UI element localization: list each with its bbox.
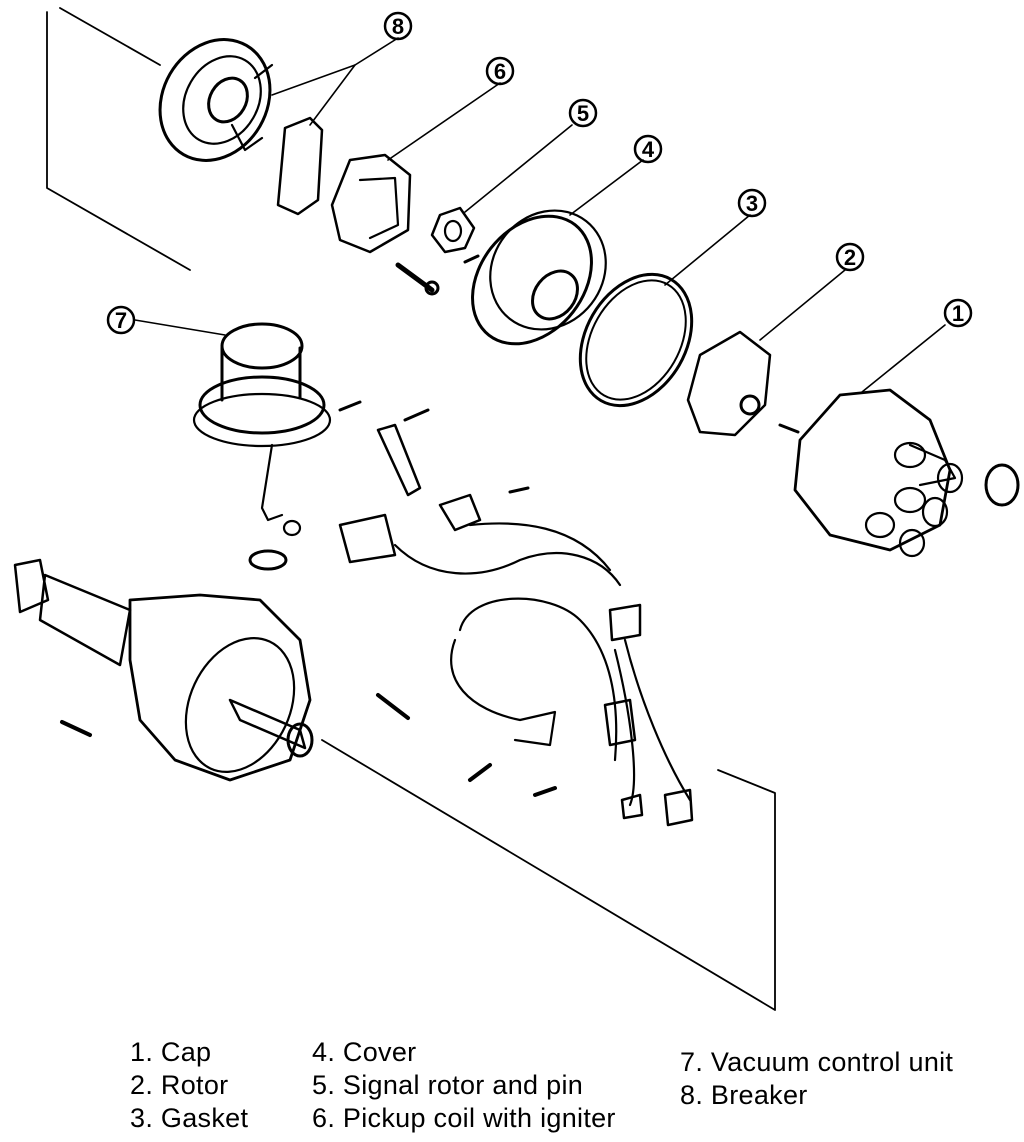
legend-column-3: 7. Vacuum control unit 8. Breaker	[680, 1046, 953, 1112]
svg-text:6: 6	[494, 59, 506, 84]
callout-3: 3	[737, 188, 767, 218]
svg-text:1: 1	[952, 301, 964, 326]
legend-item-cover: 4. Cover	[312, 1037, 417, 1067]
legend-column-2: 4. Cover 5. Signal rotor and pin 6. Pick…	[312, 1036, 616, 1135]
pickup-coil-part	[330, 153, 440, 296]
legend-column-1: 1. Cap 2. Rotor 3. Gasket	[130, 1036, 248, 1135]
svg-text:7: 7	[115, 308, 127, 333]
assembly-guide-lines	[46, 7, 776, 1011]
cap-part	[778, 388, 1020, 558]
svg-text:8: 8	[392, 14, 404, 39]
gasket-part	[578, 272, 694, 408]
legend-item-signal-rotor: 5. Signal rotor and pin	[312, 1070, 584, 1100]
legend-item-rotor: 2. Rotor	[130, 1070, 229, 1100]
callout-1: 1	[943, 298, 973, 328]
signal-rotor-part	[430, 206, 480, 264]
breaker-part	[158, 38, 324, 216]
distributor-housing	[13, 558, 314, 782]
vacuum-control-part	[192, 322, 430, 571]
legend-item-cap: 1. Cap	[130, 1037, 212, 1067]
wiring-harness	[338, 486, 694, 827]
callout-5: 5	[568, 98, 598, 128]
callout-7: 7	[106, 305, 136, 335]
svg-text:3: 3	[746, 191, 758, 216]
legend-item-pickup-coil: 6. Pickup coil with igniter	[312, 1103, 616, 1133]
callout-4: 4	[633, 134, 663, 164]
legend-item-gasket: 3. Gasket	[130, 1103, 249, 1133]
leader-lines	[134, 37, 946, 393]
callout-2: 2	[835, 242, 865, 272]
cover-part	[471, 209, 607, 346]
legend-item-breaker: 8. Breaker	[680, 1080, 808, 1110]
callout-6: 6	[485, 56, 515, 86]
rotor-part	[686, 330, 772, 437]
callout-8: 8	[383, 11, 413, 41]
svg-text:4: 4	[642, 137, 655, 162]
svg-text:2: 2	[844, 245, 856, 270]
legend-item-vacuum-control: 7. Vacuum control unit	[680, 1047, 954, 1077]
svg-text:5: 5	[577, 101, 589, 126]
